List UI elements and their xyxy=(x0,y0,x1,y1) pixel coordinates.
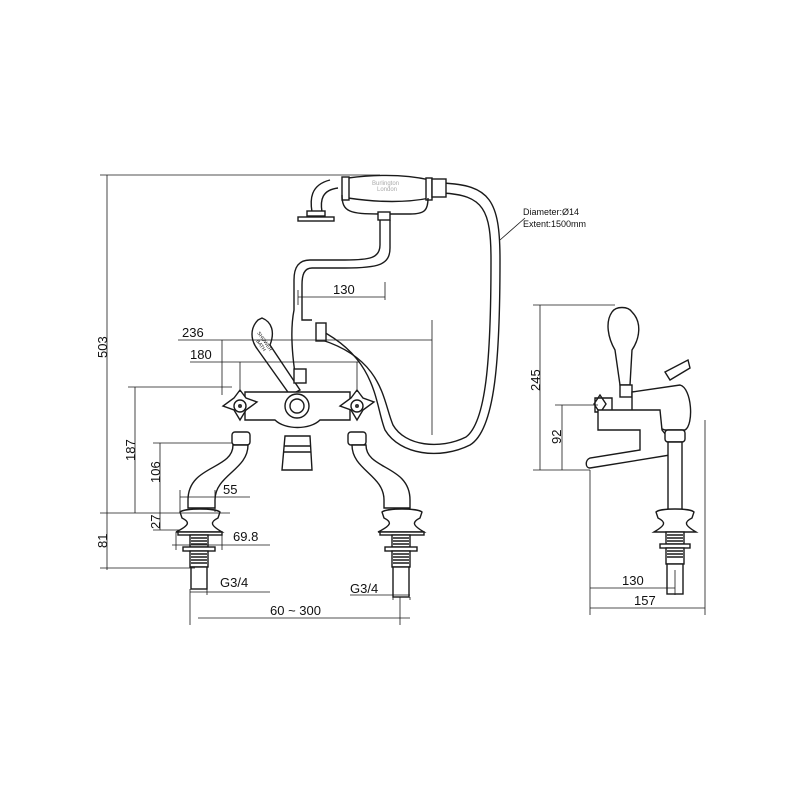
hose-nut xyxy=(315,322,327,342)
dim-leg-height: 106 xyxy=(148,461,163,483)
dim-handset-offset: 130 xyxy=(333,282,355,297)
diverter-knob xyxy=(284,393,310,419)
handset-riser xyxy=(291,220,381,381)
dim-spout-height: 92 xyxy=(549,430,564,444)
dim-side-height: 245 xyxy=(528,369,543,391)
dim-leg-width: 55 xyxy=(223,482,237,497)
handset-logo: Burlington xyxy=(372,181,399,187)
shower-hose-inner xyxy=(321,192,492,446)
handset-logo-sub: London xyxy=(377,187,397,193)
dim-thread-right: G3/4 xyxy=(350,581,378,596)
left-base xyxy=(175,508,225,590)
dim-width-outer: 236 xyxy=(182,325,204,340)
dim-spout-projection: 130 xyxy=(622,573,644,588)
diverter-lever: SHOWER BATH xyxy=(251,317,307,396)
dim-handle-height: 187 xyxy=(123,439,138,461)
shower-hose xyxy=(319,182,501,455)
front-view: Burlington London SHOWER BATH xyxy=(95,174,586,625)
shower-handset: Burlington London xyxy=(297,174,447,222)
side-lever xyxy=(607,306,640,386)
dim-width-handles: 180 xyxy=(190,347,212,362)
right-base xyxy=(377,508,427,598)
dim-tail-height: 81 xyxy=(95,534,110,548)
hose-extent-note: Extent:1500mm xyxy=(523,219,586,229)
hose-diameter-note: Diameter:Ø14 xyxy=(523,207,579,217)
side-dimensions xyxy=(533,304,706,615)
left-leg xyxy=(187,444,249,509)
hot-cross-handle xyxy=(338,388,376,446)
dimensions xyxy=(100,174,526,625)
dim-total-depth: 157 xyxy=(634,593,656,608)
dim-overall-height: 503 xyxy=(95,336,110,358)
side-view: 245 92 130 157 xyxy=(528,304,706,615)
bath-spout xyxy=(281,435,313,471)
side-leg xyxy=(667,441,683,511)
side-spout xyxy=(585,409,671,469)
dim-centres: 60 ~ 300 xyxy=(270,603,321,618)
cold-cross-handle xyxy=(221,388,259,446)
dim-thread-left: G3/4 xyxy=(220,575,248,590)
dim-base-height: 27 xyxy=(148,515,163,529)
dim-base-width: 69.8 xyxy=(233,529,258,544)
right-leg xyxy=(351,444,411,509)
